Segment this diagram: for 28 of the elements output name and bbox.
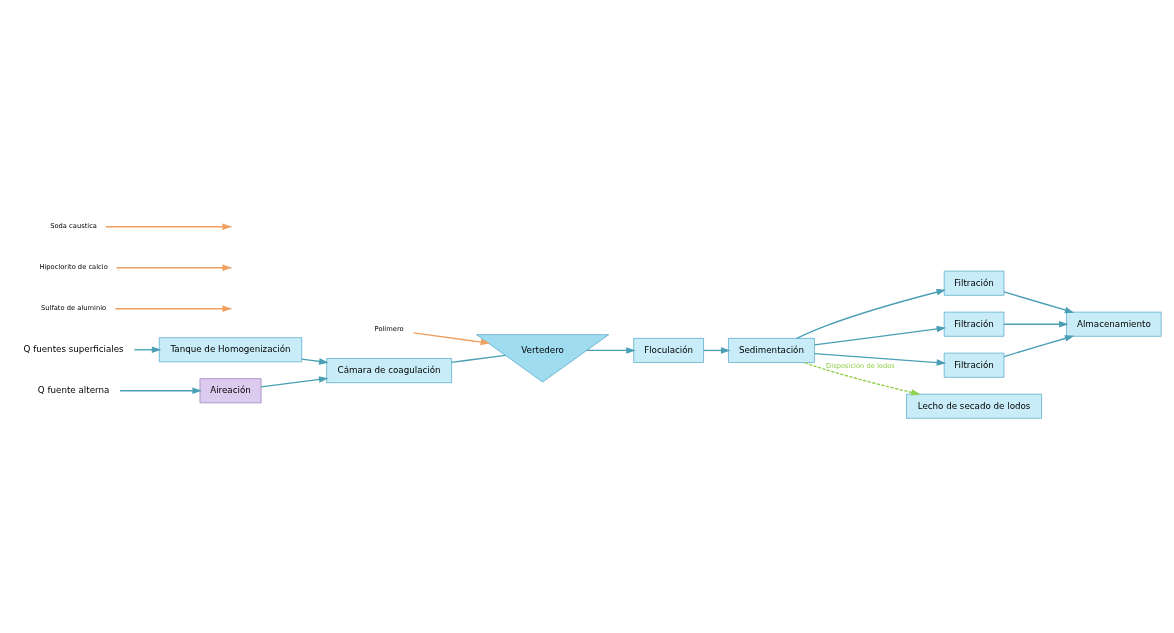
arrow bbox=[813, 325, 947, 346]
arrow bbox=[803, 361, 921, 396]
arrow bbox=[119, 387, 202, 395]
arrow bbox=[813, 352, 947, 366]
node-box: Aireación bbox=[199, 378, 262, 404]
node-box: Tanque de Homogenización bbox=[158, 337, 303, 363]
node-text: Q fuentes superficiales bbox=[23, 344, 124, 355]
node-box: Almacenamiento bbox=[1066, 311, 1162, 337]
arrow bbox=[116, 264, 232, 272]
arrow bbox=[1003, 320, 1069, 328]
arrow bbox=[1003, 291, 1075, 314]
node-text: Q fuente alterna bbox=[37, 385, 110, 396]
connector bbox=[451, 354, 506, 364]
arrow bbox=[586, 347, 636, 354]
arrow bbox=[301, 358, 329, 365]
node-box: Filtración bbox=[943, 311, 1005, 337]
node-box: Filtración bbox=[943, 352, 1005, 378]
node-box: Floculación bbox=[633, 338, 704, 363]
node-box: Filtración bbox=[943, 270, 1005, 296]
arrow bbox=[105, 223, 232, 231]
arrow bbox=[1003, 335, 1075, 358]
arrow bbox=[114, 305, 232, 313]
node-box: Cámara de coagulación bbox=[326, 358, 452, 384]
node-box: Lecho de secado de lodos bbox=[906, 393, 1042, 419]
arrow bbox=[260, 376, 329, 388]
arrow bbox=[412, 332, 491, 346]
arrow bbox=[796, 288, 946, 339]
node-box: Sedimentación bbox=[728, 338, 815, 363]
